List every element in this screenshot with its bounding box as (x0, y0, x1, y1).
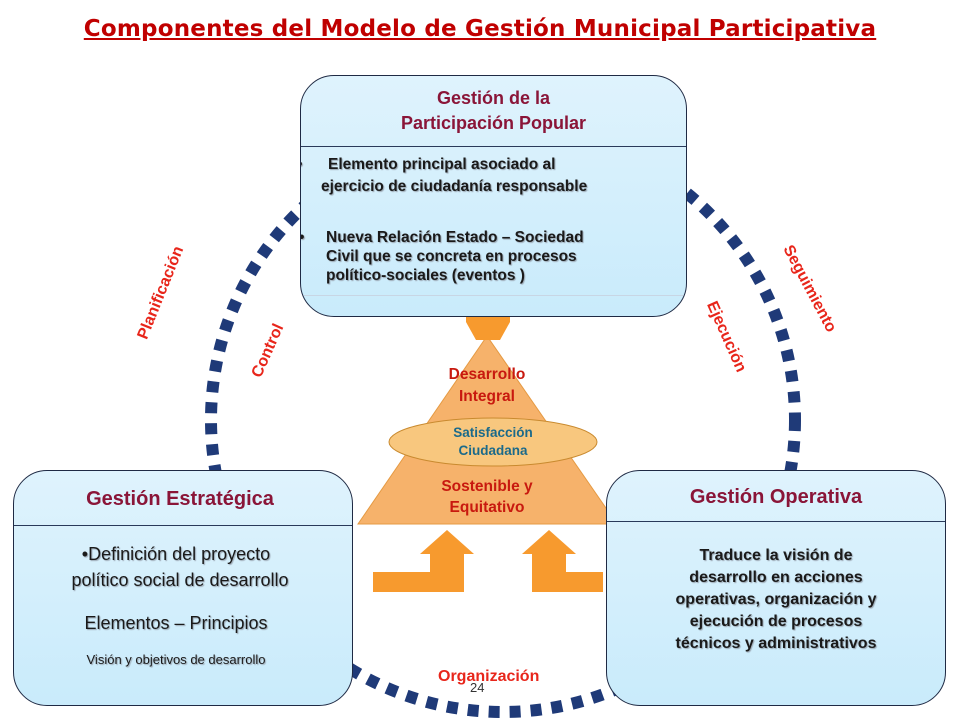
bullet-dot-icon: • (301, 228, 304, 247)
bullet-dot-icon: • (81, 544, 89, 564)
top-box-participacion: Gestión de la Participación Popular • El… (300, 75, 687, 317)
left-elbow-arrow (373, 530, 474, 592)
top-box-bullet-1: • Elemento principal asociado al ejercic… (301, 154, 686, 198)
ellipse-text: Satisfacción Ciudadana (413, 424, 573, 460)
label-organizacion: Organización (438, 668, 540, 685)
ellipse-line2: Ciudadana (458, 443, 528, 458)
bullet-dot-icon: • (301, 154, 302, 176)
triangle-bottom-line2: Equitativo (449, 499, 525, 516)
right-line5: técnicos y administrativos (675, 635, 877, 652)
top-box-bullet-2: • Nueva Relación Estado – Sociedad Civil… (301, 228, 686, 285)
triangle-top-line1: Desarrollo (448, 366, 526, 383)
left-box-header: Gestión Estratégica (86, 488, 274, 510)
left-box-bullet: •Definición del proyecto político social… (14, 541, 352, 593)
left-bullet-line2: político social de desarrollo (71, 570, 289, 590)
bullet2-line3: político-sociales (eventos ) (326, 267, 525, 284)
right-line2: desarrollo en acciones (689, 569, 863, 586)
top-box-divider (301, 146, 686, 147)
left-bullet-line1: Definición del proyecto (88, 544, 271, 564)
top-box-header-line1: Gestión de la (436, 88, 551, 108)
right-box-body: Traduce la visión de desarrollo en accio… (607, 545, 945, 655)
right-box-divider (607, 521, 945, 522)
page-title: Componentes del Modelo de Gestión Munici… (83, 16, 877, 42)
right-elbow-arrow (522, 530, 603, 592)
triangle-top-line2: Integral (459, 388, 515, 405)
satisfaction-ellipse (388, 417, 598, 467)
triangle-bottom-line1: Sostenible y (441, 478, 533, 495)
left-box-divider (14, 525, 352, 526)
top-box-bottom-rule (301, 295, 686, 296)
bullet2-line2: Civil que se concreta en procesos (326, 248, 577, 265)
right-box-operativa: Gestión Operativa Traduce la visión de d… (606, 470, 946, 706)
left-box-subheader: Elementos – Principios (84, 613, 268, 633)
right-line4: ejecución de procesos (689, 613, 863, 630)
bullet1-line1: Elemento principal asociado al (328, 156, 556, 173)
top-box-header-line2: Participación Popular (400, 113, 587, 133)
right-box-header: Gestión Operativa (689, 486, 863, 508)
down-arrow (466, 316, 510, 340)
left-box-estrategica: Gestión Estratégica •Definición del proy… (13, 470, 353, 706)
triangle-bottom-text: Sostenible y Equitativo (407, 476, 567, 518)
bullet2-line1: Nueva Relación Estado – Sociedad (326, 229, 584, 246)
page-number: 24 (470, 680, 485, 695)
ellipse-line1: Satisfacción (453, 425, 533, 440)
bullet1-line2: ejercicio de ciudadanía responsable (321, 178, 588, 195)
triangle-top-text: Desarrollo Integral (407, 364, 567, 408)
left-box-note: Visión y objetivos de desarrollo (86, 652, 266, 667)
right-line1: Traduce la visión de (699, 547, 853, 564)
right-line3: operativas, organización y (675, 591, 877, 608)
